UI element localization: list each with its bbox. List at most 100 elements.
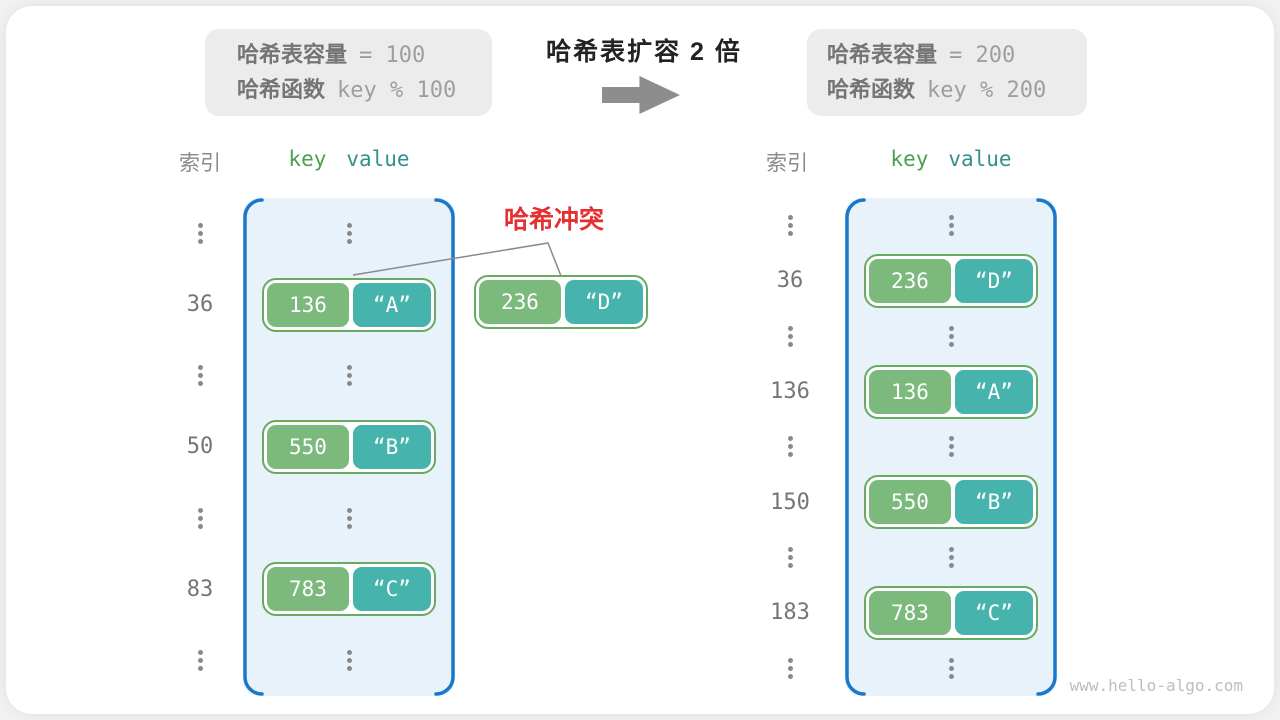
dot xyxy=(787,223,793,229)
dot xyxy=(948,452,954,458)
dot xyxy=(346,381,352,387)
key-box: 783 xyxy=(267,567,349,612)
ellipsis-dots-icon xyxy=(948,547,954,569)
dot xyxy=(948,325,954,331)
right-index-header: 索引 xyxy=(766,152,808,175)
dot xyxy=(948,547,954,553)
dot xyxy=(346,239,352,245)
ellipsis-dots-icon xyxy=(346,507,352,529)
collision-key-value-pair: 236 “D” xyxy=(474,275,648,329)
table-row xyxy=(845,530,1057,585)
hash-fn-line: 哈希函数 key % 100 xyxy=(237,73,456,108)
table-row: 50 xyxy=(168,411,232,482)
ellipsis-dots-icon xyxy=(948,436,954,458)
table-row xyxy=(168,625,232,696)
dot xyxy=(787,436,793,442)
dot xyxy=(948,333,954,339)
dot xyxy=(787,444,793,450)
bracket-border xyxy=(845,198,1057,696)
value-box: “B” xyxy=(954,480,1033,525)
dot xyxy=(787,231,793,237)
table-row: 783“C” xyxy=(243,554,455,625)
table-row xyxy=(758,309,822,364)
table-row xyxy=(845,309,1057,364)
dot xyxy=(346,523,352,529)
key-box: 550 xyxy=(267,424,349,469)
ellipsis-dots-icon xyxy=(197,365,203,387)
table-row: 783“C” xyxy=(845,585,1057,640)
watermark: www.hello-algo.com xyxy=(1069,676,1243,695)
value-box: “B” xyxy=(352,424,431,469)
dot xyxy=(948,444,954,450)
dot xyxy=(787,657,793,663)
ellipsis-dots-icon xyxy=(197,649,203,671)
dot xyxy=(197,657,203,663)
dot xyxy=(197,665,203,671)
table-row: 150 xyxy=(758,475,822,530)
capacity-value: = 200 xyxy=(949,42,1016,68)
value-box: “C” xyxy=(352,567,431,612)
right-rows: 236“D”136“A”550“B”783“C” xyxy=(845,198,1057,696)
capacity-label: 哈希表容量 xyxy=(237,41,348,67)
key-value-pair: 136“A” xyxy=(262,277,436,332)
dot xyxy=(948,231,954,237)
index-label: 36 xyxy=(186,292,214,318)
ellipsis-dots-icon xyxy=(787,325,793,347)
value-box: “A” xyxy=(954,369,1033,414)
dot xyxy=(346,231,352,237)
index-label: 83 xyxy=(186,576,214,602)
index-label: 50 xyxy=(186,434,214,460)
key-header: key xyxy=(890,147,929,171)
dot xyxy=(197,649,203,655)
hash-fn-line: 哈希函数 key % 200 xyxy=(827,73,1046,108)
table-row: 136 xyxy=(758,364,822,419)
ellipsis-dots-icon xyxy=(948,325,954,347)
dot xyxy=(787,673,793,679)
hash-fn-label: 哈希函数 xyxy=(237,76,326,102)
key-box: 783 xyxy=(869,590,951,635)
value-box: “D” xyxy=(954,258,1033,303)
left-rows: 136“A” 550“B” 783“C” xyxy=(243,198,455,696)
key-value-pair: 136“A” xyxy=(864,364,1038,419)
dot xyxy=(197,239,203,245)
ellipsis-dots-icon xyxy=(948,657,954,679)
table-row xyxy=(168,483,232,554)
expand-title: 哈希表扩容 2 倍 xyxy=(546,38,742,66)
dot xyxy=(346,665,352,671)
dot xyxy=(787,547,793,553)
key-box: 136 xyxy=(267,282,349,327)
dot xyxy=(197,223,203,229)
left-capacity-box: 哈希表容量 = 100 哈希函数 key % 100 xyxy=(205,29,492,116)
collision-label: 哈希冲突 xyxy=(503,206,604,234)
value-header: value xyxy=(346,147,410,171)
table-row xyxy=(845,419,1057,474)
dot xyxy=(197,507,203,513)
key-header: key xyxy=(288,147,327,171)
table-row: 36 xyxy=(168,269,232,340)
dot xyxy=(346,657,352,663)
table-row xyxy=(758,419,822,474)
dot xyxy=(197,231,203,237)
table-row xyxy=(243,340,455,411)
dot xyxy=(787,333,793,339)
dot xyxy=(948,223,954,229)
dot xyxy=(787,215,793,221)
key-value-pair: 550“B” xyxy=(864,475,1038,530)
dot xyxy=(346,365,352,371)
right-index-column: 36 136 150 183 xyxy=(758,198,822,696)
capacity-value: = 100 xyxy=(359,42,426,68)
dot xyxy=(948,341,954,347)
key-box: 136 xyxy=(869,369,951,414)
dot xyxy=(197,515,203,521)
index-label: 36 xyxy=(776,268,804,294)
dot xyxy=(948,563,954,569)
ellipsis-dots-icon xyxy=(346,365,352,387)
table-row xyxy=(845,641,1057,696)
dot xyxy=(948,215,954,221)
table-row xyxy=(168,340,232,411)
dot xyxy=(197,381,203,387)
dot xyxy=(346,373,352,379)
dot xyxy=(197,523,203,529)
dot xyxy=(197,373,203,379)
index-label: 183 xyxy=(770,600,810,626)
